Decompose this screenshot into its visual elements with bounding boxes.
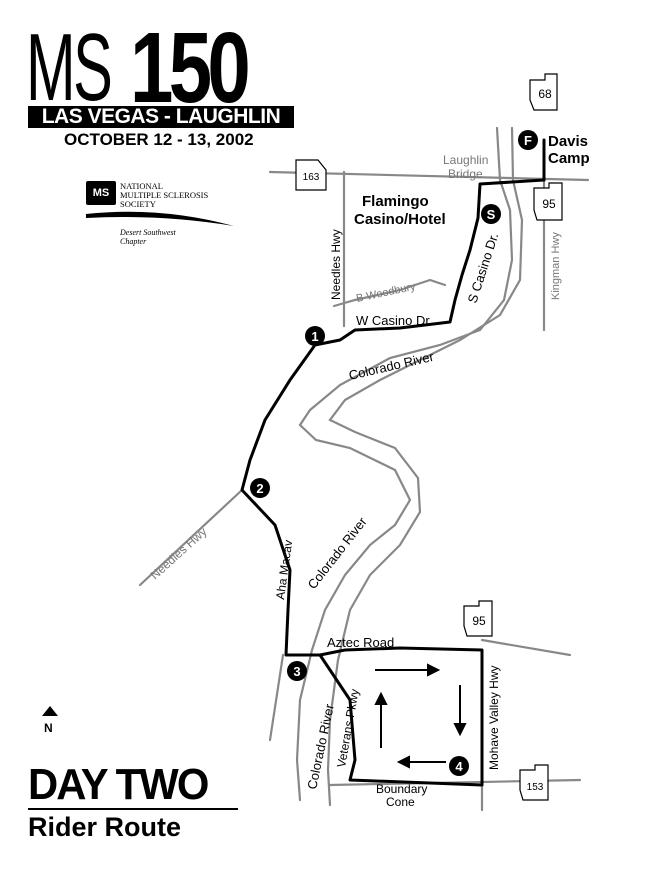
route-markers (250, 130, 538, 776)
s-casino-label: S Casino Dr. (465, 231, 502, 305)
rider-route-subtitle: Rider Route (28, 812, 182, 842)
arrow-north-icon (374, 691, 388, 705)
river-label-2: Colorado River (305, 514, 371, 592)
marker-2-label: 2 (256, 481, 263, 496)
chapter-name: Desert Southwest Chapter (120, 228, 176, 246)
needles-hwy-south-road (138, 488, 244, 587)
b-woodbury-road (332, 278, 447, 308)
laughlin-bridge-line-2: Bridge (448, 167, 483, 181)
shield-95-bottom-icon (463, 600, 493, 637)
davis-line-1: Davis (548, 133, 588, 150)
aha-macav-label: Aha Macav (273, 539, 295, 600)
needles-hwy-bottom-label: Needles Hwy (148, 525, 210, 583)
road-labels: Laughlin Bridge Needles Hwy B Woodbury W… (148, 153, 562, 809)
boundary-cone-line-2: Cone (386, 795, 415, 809)
society-swoosh (86, 211, 234, 226)
shield-163-icon (295, 159, 327, 191)
veterans-pkwy-label: Veterans Pkwy (334, 688, 362, 769)
shield-95-top-icon (533, 182, 563, 221)
ms-society-logo: MS (86, 181, 116, 205)
chapter-line: Chapter (120, 237, 147, 246)
b-woodbury-label: B Woodbury (355, 281, 417, 305)
day-two-title: DAY TWO (28, 760, 209, 809)
arrow-south-icon (453, 723, 467, 737)
shield-68-label: 68 (538, 87, 552, 101)
title-divider (28, 808, 238, 810)
route-main-path (240, 178, 546, 787)
shield-153-icon (519, 764, 549, 801)
needles-hwy-top-label: Needles Hwy (329, 229, 343, 300)
marker-1-icon (305, 326, 325, 346)
w-casino-label: W Casino Dr. (356, 313, 433, 328)
shield-68-icon (529, 73, 558, 111)
shield-163-label: 163 (303, 172, 320, 183)
society-name-line: NATIONAL (120, 181, 163, 191)
aztec-road-label: Aztec Road (327, 635, 394, 650)
event-dates: OCTOBER 12 - 13, 2002 (64, 130, 254, 149)
society-name: NATIONAL MULTIPLE SCLEROSIS SOCIETY (120, 182, 208, 209)
laughlin-bridge-line-1: Laughlin (443, 153, 488, 167)
arrow-east-icon (427, 663, 441, 677)
river-west-bank (295, 126, 514, 802)
river-label-1: Colorado River (347, 349, 436, 383)
shield-95-bottom-label: 95 (472, 614, 486, 628)
marker-4-icon (449, 756, 469, 776)
highway-shields (295, 73, 563, 801)
marker-start-label: S (487, 207, 496, 222)
kingman-hwy-label: Kingman Hwy (550, 232, 562, 300)
north-label: N (44, 721, 53, 735)
chapter-line: Desert Southwest (120, 228, 176, 237)
flamingo-line-2: Casino/Hotel (354, 211, 446, 228)
davis-line-2: Camp (548, 150, 590, 167)
society-name-line: SOCIETY (120, 199, 156, 209)
direction-arrows (374, 663, 467, 769)
route-banner: LAS VEGAS - LAUGHLIN (28, 106, 294, 128)
boundary-cone-line-1: Boundary (376, 782, 427, 796)
marker-3-label: 3 (293, 664, 300, 679)
shield-95-top-label: 95 (542, 197, 556, 211)
aztec-east-road (480, 638, 572, 657)
flamingo-line-1: Flamingo (362, 193, 429, 210)
colorado-river (295, 126, 524, 807)
marker-labels: S F 1 2 3 4 (256, 133, 532, 774)
rider-route (240, 138, 546, 787)
marker-finish-label: F (524, 133, 532, 148)
marker-1-label: 1 (311, 329, 318, 344)
ms-150-number: 150 (130, 12, 251, 124)
ms-title: MS (26, 14, 113, 121)
north-arrow-icon (42, 706, 58, 716)
marker-finish-icon (518, 130, 538, 150)
arrow-west-icon (396, 755, 410, 769)
place-labels: Flamingo Casino/Hotel Davis Camp (354, 133, 590, 228)
marker-2-icon (250, 478, 270, 498)
mohave-valley-hwy-label: Mohave Valley Hwy (487, 666, 501, 770)
shield-153-label: 153 (527, 782, 544, 793)
shield-labels: 68 163 95 95 153 (303, 87, 556, 793)
river-east-bank (326, 126, 524, 807)
river-labels: Colorado River Colorado River Colorado R… (304, 349, 436, 791)
society-name-line: MULTIPLE SCLEROSIS (120, 190, 209, 200)
marker-start-icon (481, 204, 501, 224)
marker-4-label: 4 (455, 759, 463, 774)
river-label-3: Colorado River (304, 702, 337, 791)
hwy-spur-road (268, 653, 285, 742)
marker-3-icon (287, 661, 307, 681)
